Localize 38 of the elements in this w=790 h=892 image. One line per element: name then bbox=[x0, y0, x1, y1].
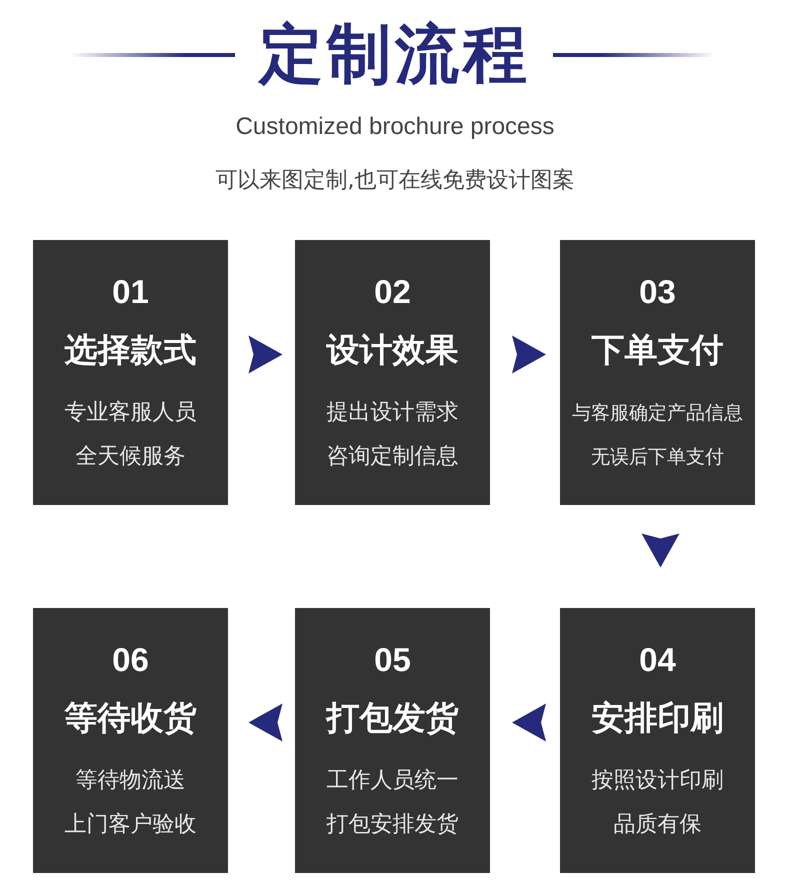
step-number: 05 bbox=[374, 640, 411, 680]
step-number: 04 bbox=[639, 640, 676, 680]
step-card bbox=[560, 240, 755, 505]
step-description: 与客服确定产品信息 bbox=[572, 401, 743, 426]
step-card bbox=[33, 240, 228, 505]
subtitle: Customized brochure process bbox=[236, 113, 554, 141]
step-number: 03 bbox=[639, 272, 676, 312]
step-description: 按照设计印刷 bbox=[592, 767, 724, 795]
step-description: 咨询定制信息 bbox=[326, 443, 458, 471]
step-number: 06 bbox=[112, 640, 149, 680]
step-card bbox=[295, 608, 490, 873]
step-description: 上门客户验收 bbox=[64, 811, 196, 839]
step-title: 安排印刷 bbox=[592, 698, 724, 738]
description: 可以来图定制,也可在线免费设计图案 bbox=[216, 167, 574, 195]
arrow bbox=[512, 336, 546, 374]
step-title: 选择款式 bbox=[64, 330, 196, 370]
step-number: 01 bbox=[112, 272, 149, 312]
step-description: 工作人员统一 bbox=[326, 767, 458, 795]
step-title: 等待收货 bbox=[64, 698, 196, 738]
step-card bbox=[33, 608, 228, 873]
step-description: 无误后下单支付 bbox=[591, 445, 724, 470]
title: 定制流程 bbox=[259, 17, 531, 94]
step-description: 打包安排发货 bbox=[326, 811, 458, 839]
step-description: 提出设计需求 bbox=[326, 399, 458, 427]
step-card bbox=[295, 240, 490, 505]
step-title: 打包发货 bbox=[326, 698, 458, 738]
step-description: 专业客服人员 bbox=[64, 399, 196, 427]
step-title: 设计效果 bbox=[326, 330, 458, 370]
arrow bbox=[642, 534, 680, 568]
step-title: 下单支付 bbox=[592, 330, 724, 370]
arrow bbox=[512, 704, 546, 742]
step-description: 等待物流送 bbox=[76, 767, 186, 795]
step-number: 02 bbox=[374, 272, 411, 312]
step-description: 品质有保 bbox=[614, 811, 702, 839]
arrow bbox=[248, 336, 282, 374]
step-description: 全天候服务 bbox=[76, 443, 186, 471]
arrow bbox=[248, 704, 282, 742]
step-card bbox=[560, 608, 755, 873]
